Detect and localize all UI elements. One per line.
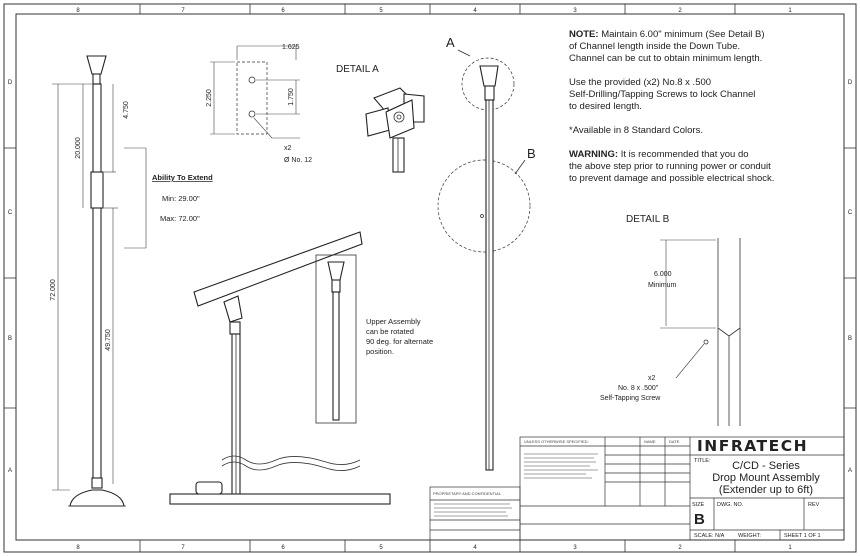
zone-col-bottom-6: 6 [281, 545, 285, 551]
weight-label: WEIGHT: [738, 533, 761, 539]
dim-plate-width: 1.625 [282, 44, 300, 51]
rev-label: REV [808, 502, 820, 508]
note-line-1-text: Maintain 6.00" minimum (See Detail B) [599, 29, 765, 40]
dwg-label: DWG. NO. [717, 502, 744, 508]
extend-callout-box [124, 147, 147, 249]
note-line-1: NOTE: Maintain 6.00" minimum (See Detail… [569, 29, 765, 40]
dim-hole-qty: x2 [284, 145, 292, 152]
screws-line-1: Use the provided (x2) No.8 x .500 [569, 77, 711, 88]
zone-row-b-right: B [848, 336, 852, 342]
date-header: DATE [669, 439, 680, 444]
mount-plate-view [210, 45, 300, 139]
detail-b-title: DETAIL B [626, 214, 670, 225]
zone-row-c-right: C [848, 210, 853, 216]
size-label: SIZE [692, 502, 705, 508]
extend-max: Max: 72.00" [160, 214, 200, 223]
view-label-a: A [446, 35, 455, 50]
company-logo: INFRATECH [697, 437, 808, 455]
title-label: TITLE: [694, 458, 711, 464]
zone-col-top-3: 3 [573, 8, 577, 14]
zone-row-a-left: A [8, 468, 12, 474]
pole-assembly-front-view [52, 55, 126, 507]
zone-col-bottom-3: 3 [573, 545, 577, 551]
dim-screw-type: Self-Tapping Screw [600, 395, 661, 402]
scale-value: SCALE: N/A [694, 533, 725, 539]
name-header: NAME [644, 439, 656, 444]
colors-note: *Available in 8 Standard Colors. [569, 125, 703, 136]
zone-col-top-4: 4 [473, 8, 477, 14]
title-line-3: (Extender up to 6ft) [719, 484, 813, 496]
rotation-note-line2: can be rotated [366, 327, 414, 336]
detail-a-title: DETAIL A [336, 64, 379, 75]
sheet-value: SHEET 1 OF 1 [784, 533, 821, 539]
screws-line-2: Self-Drilling/Tapping Screws to lock Cha… [569, 89, 755, 100]
detail-a-bracket [365, 87, 425, 173]
dim-plate-height: 2.250 [206, 89, 213, 107]
dim-upper: 20.000 [75, 137, 82, 159]
zone-row-a-right: A [848, 468, 852, 474]
note-line-3: Channel can be cut to obtain minimum len… [569, 53, 762, 64]
title-block-grid [429, 436, 845, 541]
zone-col-bottom-5: 5 [379, 545, 383, 551]
dim-hole-size: Ø No. 12 [284, 157, 312, 164]
zone-row-b-left: B [8, 336, 12, 342]
size-value: B [694, 511, 705, 528]
dim-overall: 72.000 [50, 279, 57, 301]
proprietary-header: PROPRIETARY AND CONFIDENTIAL [433, 491, 502, 496]
tolerance-header: UNLESS OTHERWISE SPECIFIED: [524, 439, 589, 444]
screws-line-3: to desired length. [569, 101, 642, 112]
rotation-note-line3: 90 deg. for alternate [366, 337, 433, 346]
title-line-2: Drop Mount Assembly [712, 472, 820, 484]
warning-label: WARNING: [569, 149, 618, 160]
extend-title: Ability To Extend [152, 173, 213, 182]
warning-line-1: WARNING: It is recommended that you do [569, 149, 749, 160]
zone-row-d-left: D [8, 80, 13, 86]
zone-col-top-5: 5 [379, 8, 383, 14]
zone-col-bottom-4: 4 [473, 545, 477, 551]
zone-col-bottom-7: 7 [181, 545, 185, 551]
dim-detail-b-min: Minimum [648, 282, 677, 289]
zone-col-top-1: 1 [788, 8, 792, 14]
zone-row-d-right: D [848, 80, 853, 86]
outer-border [3, 3, 857, 553]
dim-detail-b: 6.000 [654, 271, 672, 278]
zone-col-top-7: 7 [181, 8, 185, 14]
warning-line-1-text: It is recommended that you do [618, 149, 748, 160]
rotation-note-line4: position. [366, 347, 394, 356]
zone-col-top-6: 6 [281, 8, 285, 14]
dim-lower: 49.750 [105, 329, 112, 351]
note-label: NOTE: [569, 29, 599, 40]
warning-line-2: the above step prior to running power or… [569, 161, 771, 172]
dim-short: 4.750 [123, 101, 130, 119]
view-label-b: B [527, 146, 536, 161]
extend-min: Min: 29.00" [162, 194, 200, 203]
dim-hole-spacing: 1.750 [288, 88, 295, 106]
title-line-1: C/CD - Series [732, 460, 800, 472]
zone-row-c-left: C [8, 210, 13, 216]
zone-col-top-8: 8 [76, 8, 80, 14]
center-pole-view [437, 49, 531, 471]
zone-ticks [4, 4, 856, 552]
zone-col-bottom-1: 1 [788, 545, 792, 551]
sloped-ceiling-mount-view [169, 231, 391, 505]
warning-line-3: to prevent damage and possible electrica… [569, 173, 774, 184]
dim-screw-spec: No. 8 x .500" [618, 385, 659, 392]
zone-col-bottom-2: 2 [678, 545, 682, 551]
note-line-2: of Channel length inside the Down Tube. [569, 41, 740, 52]
zone-col-bottom-8: 8 [76, 545, 80, 551]
detail-b-view [660, 238, 741, 426]
zone-col-top-2: 2 [678, 8, 682, 14]
rotation-note-line1: Upper Assembly [366, 317, 421, 326]
dim-screw-qty: x2 [648, 375, 656, 382]
